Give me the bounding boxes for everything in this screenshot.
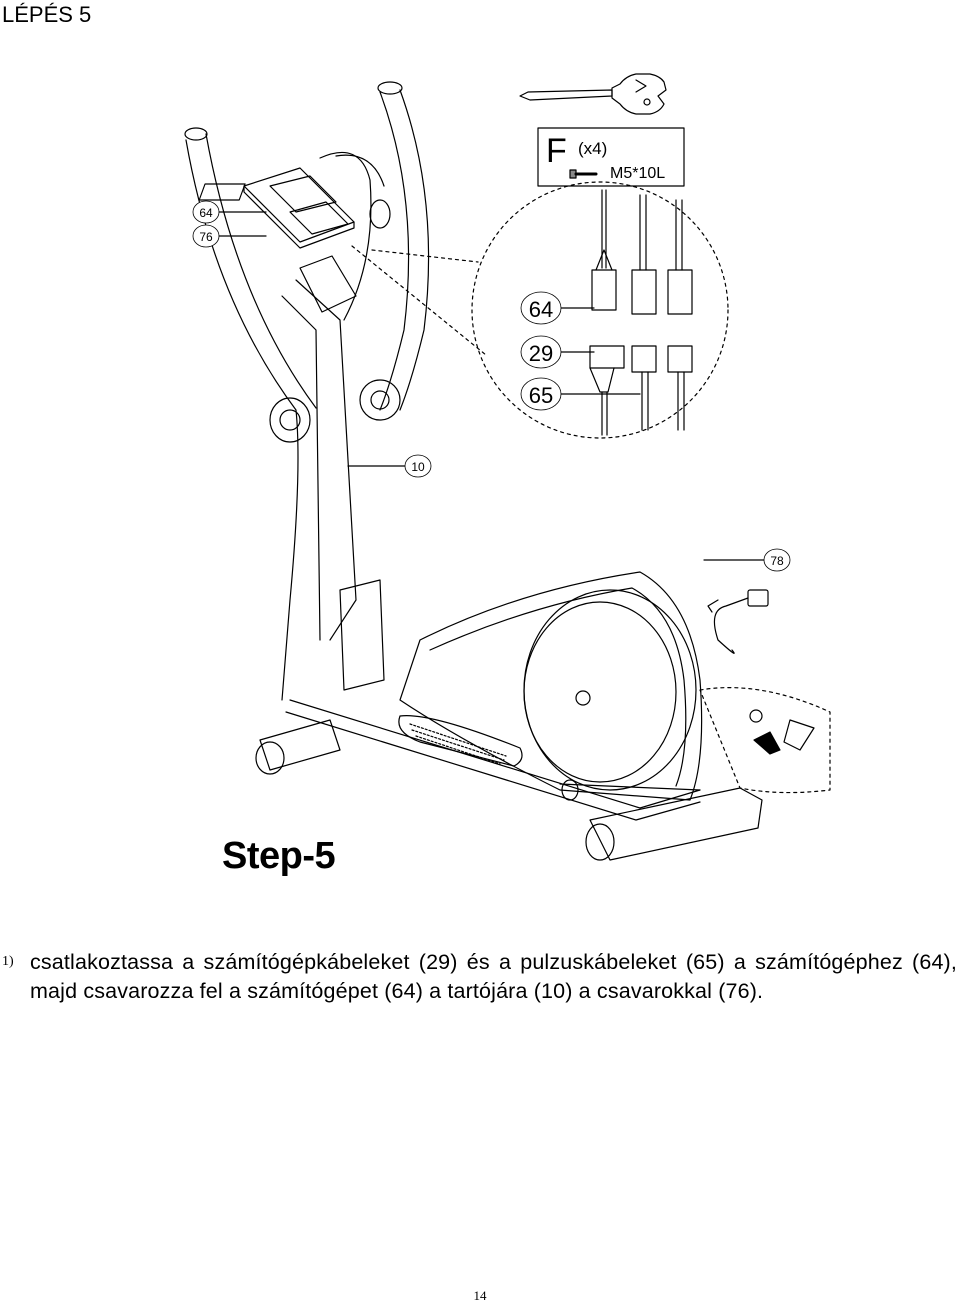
hardware-quantity: (x4) — [578, 139, 607, 158]
instructions-list: 1) csatlakoztassa a számítógépkábeleket … — [0, 948, 960, 1006]
flywheel-housing — [399, 571, 703, 801]
console — [198, 167, 355, 249]
callout-76: 76 — [199, 230, 213, 244]
page-title: LÉPÉS 5 — [2, 2, 92, 27]
power-adapter-icon — [707, 589, 769, 654]
instruction-text: csatlakoztassa a számítógépkábeleket (29… — [30, 950, 957, 1003]
base-frame — [255, 699, 763, 861]
allen-wrench-icon — [519, 73, 667, 115]
step-title: Step-5 — [222, 835, 336, 877]
hardware-box — [537, 127, 685, 187]
callout-65: 65 — [529, 383, 553, 408]
handlebar-right — [319, 81, 430, 421]
instruction-item: 1) csatlakoztassa a számítógépkábeleket … — [0, 948, 960, 1006]
callout-64-small: 64 — [199, 206, 213, 220]
assembly-illustration: F (x4) M5*10L 64 76 64 29 65 10 78 — [184, 73, 831, 861]
power-port-detail — [699, 687, 831, 794]
callout-29: 29 — [529, 341, 553, 366]
callout-78: 78 — [770, 554, 784, 568]
cable-connector-detail — [589, 189, 693, 436]
callout-64-large: 64 — [529, 297, 553, 322]
instruction-number: 1) — [2, 954, 14, 969]
page-number: 14 — [473, 1288, 487, 1303]
bolt-icon — [569, 169, 598, 179]
callout-10: 10 — [411, 460, 425, 474]
pedal — [398, 715, 523, 767]
hardware-letter: F — [546, 132, 567, 170]
detail-circle — [471, 181, 729, 439]
hardware-spec: M5*10L — [610, 165, 665, 182]
arrow-icon — [753, 731, 781, 755]
console-mast — [281, 255, 385, 691]
